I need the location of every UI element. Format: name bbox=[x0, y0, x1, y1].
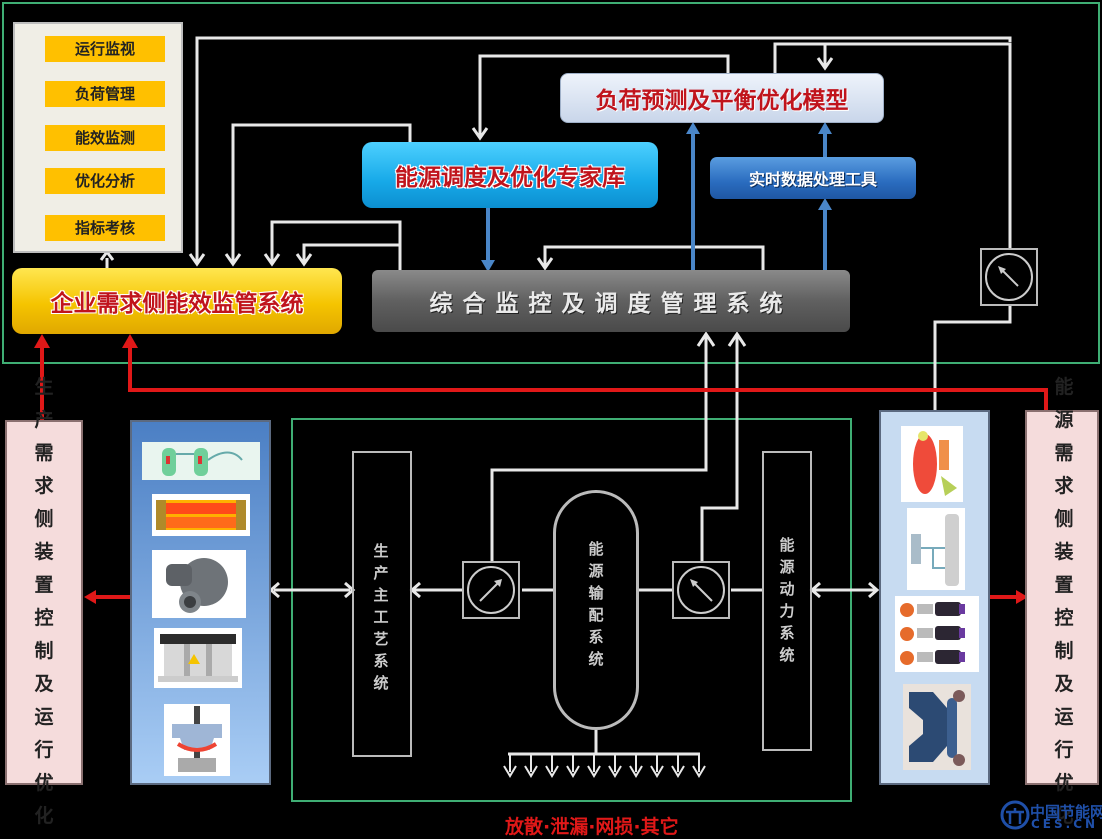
vertical-char: 化 bbox=[1054, 805, 1074, 827]
vertical-char: 置 bbox=[34, 574, 54, 596]
menu-item-optimization-analysis[interactable]: 优化分析 bbox=[45, 168, 165, 194]
vertical-char: 装 bbox=[1054, 541, 1074, 563]
compressor-array-icon bbox=[895, 596, 979, 672]
energy-demand-control-panel bbox=[1025, 410, 1099, 785]
vertical-char: 制 bbox=[34, 640, 54, 662]
vertical-char: 优 bbox=[34, 772, 54, 794]
gas-holder-tower-icon bbox=[907, 508, 965, 590]
vertical-char: 求 bbox=[34, 475, 54, 497]
vertical-char: 产 bbox=[34, 409, 54, 431]
red-line-right-feedback bbox=[128, 344, 1048, 420]
vertical-char: 行 bbox=[1054, 739, 1074, 761]
vertical-char: 系 bbox=[373, 652, 389, 670]
vertical-char: 需 bbox=[1054, 442, 1074, 464]
vertical-char: 化 bbox=[34, 805, 54, 827]
transformer-icon bbox=[154, 628, 242, 688]
vertical-char: 求 bbox=[1054, 475, 1074, 497]
boiler-icon bbox=[901, 426, 963, 502]
menu-item-operation-monitor[interactable]: 运行监视 bbox=[45, 36, 165, 62]
heat-exchange-network-icon bbox=[142, 442, 260, 480]
vertical-char: 能 bbox=[779, 536, 795, 554]
vertical-char: 能 bbox=[1054, 376, 1074, 398]
wire-model-top bbox=[773, 42, 1012, 248]
vertical-char: 生 bbox=[34, 376, 54, 398]
vertical-char: 动 bbox=[779, 580, 795, 598]
menu-item-efficiency-monitoring[interactable]: 能效监测 bbox=[45, 125, 165, 151]
wire-model-to-expert bbox=[478, 54, 730, 136]
vertical-char: 控 bbox=[34, 607, 54, 629]
vertical-char: 系 bbox=[779, 624, 795, 642]
watermark-cn: 中国节能网 bbox=[1030, 803, 1102, 821]
centrifugal-blower-icon bbox=[152, 550, 246, 618]
vertical-char: 源 bbox=[779, 558, 795, 576]
vertical-char: 行 bbox=[34, 739, 54, 761]
vertical-char: 控 bbox=[1054, 607, 1074, 629]
vertical-char: 配 bbox=[588, 606, 604, 624]
wire-gauge-left-up bbox=[490, 336, 708, 562]
vertical-char: 置 bbox=[1054, 574, 1074, 596]
menu-item-load-management[interactable]: 负荷管理 bbox=[45, 81, 165, 107]
energy-power-system[interactable] bbox=[762, 451, 812, 751]
vertical-char: 需 bbox=[34, 442, 54, 464]
energy-equipment-panel bbox=[879, 410, 990, 785]
wire-feedback-1 bbox=[195, 36, 1012, 262]
vertical-char: 能 bbox=[588, 540, 604, 558]
menu-item-indicator-assessment[interactable]: 指标考核 bbox=[45, 215, 165, 241]
production-demand-control-panel bbox=[5, 420, 83, 785]
vertical-char: 装 bbox=[34, 541, 54, 563]
wire-feedback-4 bbox=[302, 243, 400, 262]
vertical-char: 力 bbox=[779, 602, 795, 620]
vertical-char: 统 bbox=[588, 650, 604, 668]
gauge-icon bbox=[672, 561, 730, 619]
vertical-char: 生 bbox=[373, 542, 389, 560]
wire-gauge-right-up bbox=[700, 336, 739, 562]
realtime-data-tool[interactable]: 实时数据处理工具 bbox=[710, 157, 916, 199]
ces-logo-icon bbox=[1000, 800, 1030, 830]
vertical-char: 运 bbox=[1054, 706, 1074, 728]
expert-library[interactable]: 能源调度及优化专家库 bbox=[362, 142, 658, 208]
energy-distribution-system[interactable] bbox=[553, 490, 639, 730]
production-process-system[interactable] bbox=[352, 451, 412, 757]
vertical-char: 输 bbox=[588, 584, 604, 602]
vertical-char: 主 bbox=[373, 586, 389, 604]
vertical-char: 及 bbox=[34, 673, 54, 695]
vertical-char: 运 bbox=[34, 706, 54, 728]
vertical-char: 制 bbox=[1054, 640, 1074, 662]
top-management-frame bbox=[2, 2, 1100, 364]
plant-frame bbox=[291, 418, 852, 802]
heating-furnace-icon bbox=[152, 494, 250, 536]
vertical-char: 优 bbox=[1054, 772, 1074, 794]
loss-label: 放散·泄漏·网损·其它 bbox=[505, 816, 679, 838]
integrated-monitoring-system[interactable]: 综合监控及调度管理系统 bbox=[372, 270, 850, 332]
vertical-char: 艺 bbox=[373, 630, 389, 648]
wire-feedback-2 bbox=[231, 123, 412, 262]
vertical-char: 统 bbox=[373, 674, 389, 692]
loss-outlets bbox=[503, 754, 706, 778]
vertical-char: 侧 bbox=[1054, 508, 1074, 530]
valve-actuator-icon bbox=[164, 704, 230, 776]
vertical-char: 系 bbox=[588, 628, 604, 646]
vertical-char: 侧 bbox=[34, 508, 54, 530]
load-forecast-model[interactable]: 负荷预测及平衡优化模型 bbox=[560, 73, 884, 123]
vertical-char: 统 bbox=[779, 646, 795, 664]
wire-integrated-loop bbox=[543, 245, 765, 272]
gauge-icon bbox=[462, 561, 520, 619]
vertical-char: 产 bbox=[373, 564, 389, 582]
pump-unit-icon bbox=[903, 684, 971, 770]
gauge-icon bbox=[980, 248, 1038, 306]
enterprise-efficiency-system[interactable]: 企业需求侧能效监管系统 bbox=[12, 268, 342, 334]
vertical-char: 源 bbox=[1054, 409, 1074, 431]
vertical-char: 及 bbox=[1054, 673, 1074, 695]
vertical-char: 源 bbox=[588, 562, 604, 580]
vertical-char: 工 bbox=[373, 608, 389, 626]
wire-gauge-top-right bbox=[933, 306, 1012, 410]
watermark-en: CES.CN bbox=[1031, 817, 1099, 831]
production-equipment-panel bbox=[130, 420, 271, 785]
